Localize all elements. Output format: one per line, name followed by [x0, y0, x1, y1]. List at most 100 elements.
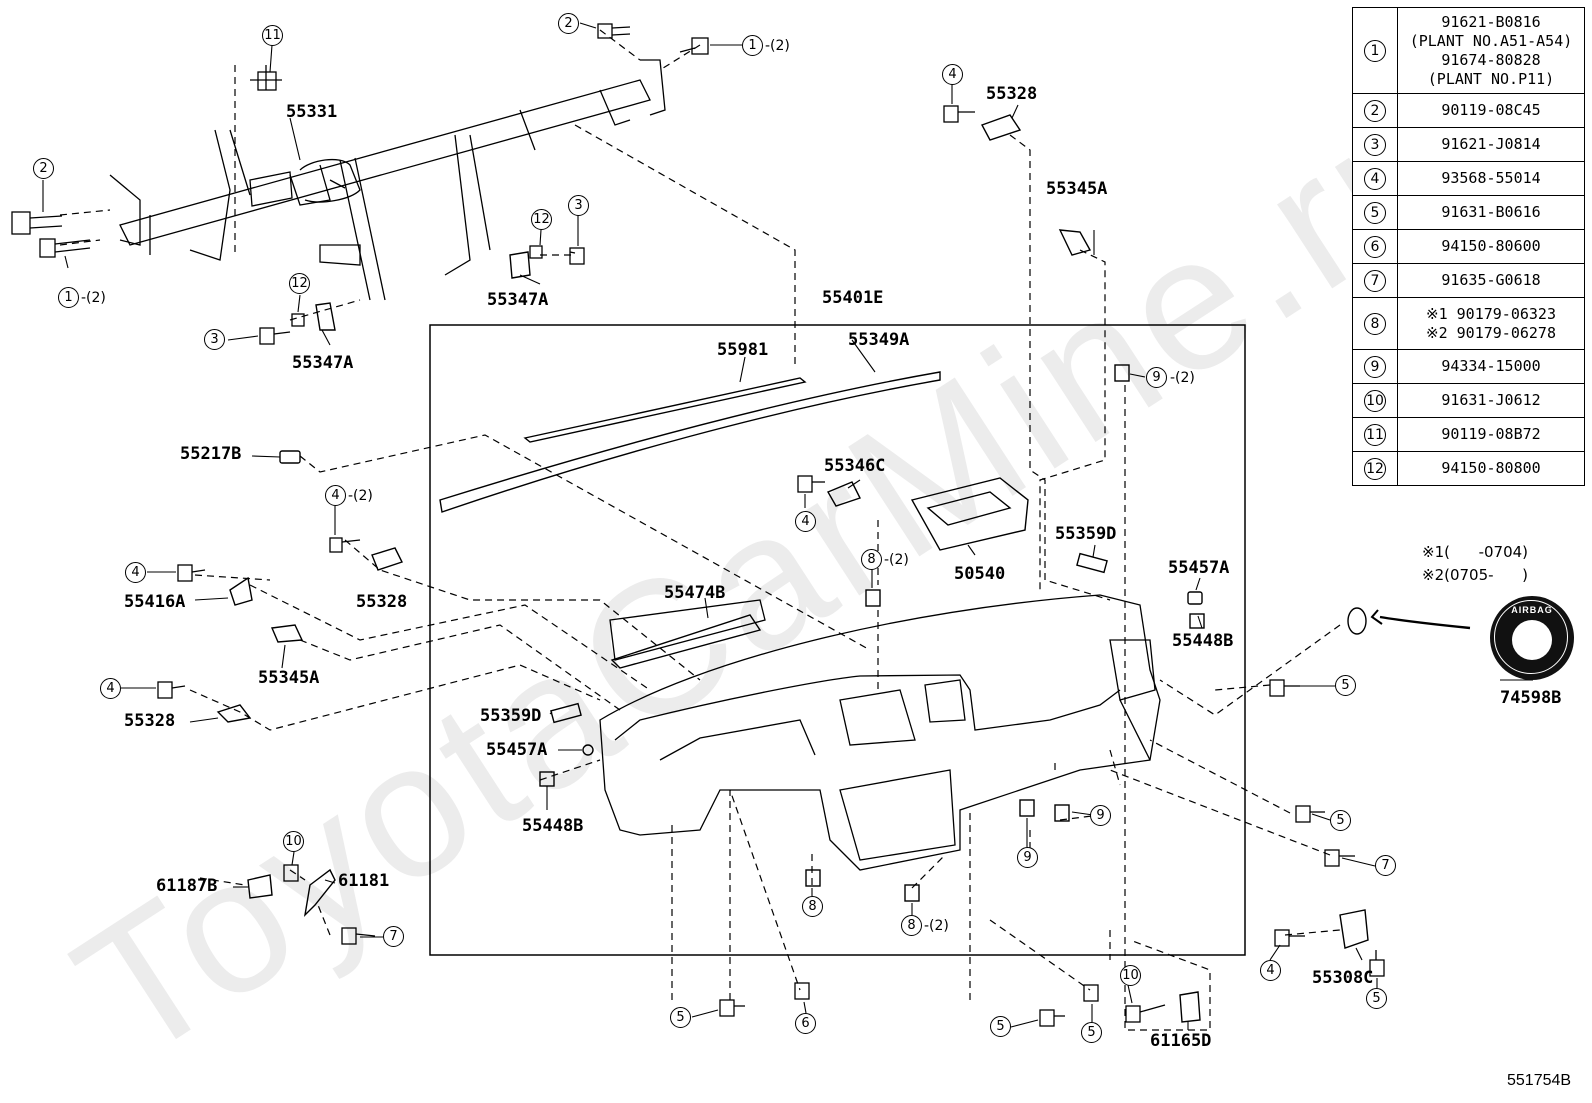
callout-10: 10: [1120, 965, 1141, 986]
cap-55457A-r: [1187, 591, 1203, 605]
part-label-55448B-l: 55448B: [522, 816, 584, 836]
legend-part-cell: 91631-J0612: [1397, 383, 1585, 418]
legend-row: 3 91621-J0814: [1352, 127, 1585, 162]
part-label-55345A-l: 55345A: [258, 668, 320, 688]
bracket-55347A-2: [315, 302, 336, 331]
legend-part-number: (PLANT NO.A51-A54): [1409, 31, 1573, 50]
seat-icon: [1512, 620, 1552, 660]
legend-number-cell: 9: [1352, 349, 1398, 384]
arrow-to-label: [1379, 615, 1471, 630]
garnish-55981: [523, 377, 807, 443]
legend-part-cell: 93568-55014: [1397, 161, 1585, 196]
legend-number-cell: 5: [1352, 195, 1398, 230]
legend-part-number: ※2 90179-06278: [1426, 323, 1556, 342]
clip-9-top: [1114, 364, 1130, 382]
part-label-55349A: 55349A: [848, 330, 910, 350]
part-label-55346C: 55346C: [824, 456, 886, 476]
legend-row: 7 91635-G0618: [1352, 263, 1585, 298]
legend-row: 6 94150-80600: [1352, 229, 1585, 264]
bracket-55346C: [826, 481, 861, 507]
callout-12: 12: [531, 209, 552, 230]
part-label-55448B-r: 55448B: [1172, 631, 1234, 651]
legend-part-number: 91621-B0816: [1441, 12, 1541, 31]
legend-number-cell: 3: [1352, 127, 1398, 162]
part-label-55308C: 55308C: [1312, 968, 1374, 988]
bracket-55308C: [1339, 909, 1369, 949]
legend-part-number: 90119-08B72: [1441, 425, 1541, 443]
callout-9: 9: [1146, 367, 1167, 388]
callout-4: 4: [100, 678, 121, 699]
legend-part-number: 94150-80600: [1441, 237, 1541, 255]
legend-number-cell: 6: [1352, 229, 1398, 264]
legend-number: 4: [1364, 167, 1386, 190]
callout-3: 3: [568, 195, 589, 216]
assembly-frame: [429, 324, 1246, 956]
note-1: ※1( -0704): [1422, 543, 1529, 561]
callout-9: 9: [1017, 847, 1038, 868]
legend-number-cell: 1: [1352, 7, 1398, 94]
leader-lines: [59, 29, 1341, 1031]
note-2: ※2(0705- ): [1422, 566, 1529, 584]
legend-number: 3: [1364, 133, 1386, 156]
bracket-61165D: [1179, 991, 1201, 1023]
cap-55457A-l: [582, 744, 594, 756]
diagram-reference-number: 551754B: [1507, 1072, 1572, 1089]
callout-12: 12: [289, 273, 310, 294]
part-label-55328-low: 55328: [124, 711, 176, 731]
legend-part-number: 93568-55014: [1441, 169, 1541, 187]
callout-qty: -(2): [765, 38, 790, 54]
callout-8: 8: [802, 896, 823, 917]
callout-9: 9: [1090, 805, 1111, 826]
airbag-label-text: AIRBAG: [1511, 605, 1553, 615]
legend-number: 8: [1364, 312, 1386, 335]
legend-row: 8※1 90179-06323※2 90179-06278: [1352, 297, 1585, 350]
clip-8-c: [904, 884, 920, 902]
part-label-55359D-r: 55359D: [1055, 524, 1117, 544]
callout-5: 5: [1335, 675, 1356, 696]
callout-7: 7: [383, 926, 404, 947]
airbag-label-icon: AIRBAG: [1490, 596, 1574, 680]
legend-part-cell: 91621-J0814: [1397, 127, 1585, 162]
callout-qty: -(2): [884, 552, 909, 568]
cap-55448B-r: [1189, 613, 1205, 629]
label-ring: [1347, 607, 1367, 635]
bracket-55347A-1: [509, 251, 531, 279]
part-label-50540: 50540: [954, 564, 1006, 584]
callout-qty: -(2): [924, 918, 949, 934]
part-label-61165D: 61165D: [1150, 1031, 1212, 1051]
part-label-55416A: 55416A: [124, 592, 186, 612]
garnish-55349A: [439, 371, 941, 513]
legend-part-cell: 91631-B0616: [1397, 195, 1585, 230]
bracket-61187B: [247, 874, 273, 899]
part-label-55474B: 55474B: [664, 583, 726, 603]
part-label-61181: 61181: [338, 871, 390, 891]
legend-part-number: 91621-J0814: [1441, 135, 1541, 153]
clip-55217B: [279, 450, 301, 464]
legend-part-number: 91635-G0618: [1441, 271, 1541, 289]
part-label-55328-top: 55328: [986, 84, 1038, 104]
part-label-55359D-l: 55359D: [480, 706, 542, 726]
legend-number-cell: 2: [1352, 93, 1398, 128]
bracket-55345A-top: [1058, 229, 1092, 256]
callout-8: 8: [861, 549, 882, 570]
legend-number-cell: 8: [1352, 297, 1398, 350]
legend-number-cell: 12: [1352, 451, 1398, 486]
legend-number: 11: [1364, 423, 1386, 446]
bracket-55328-low: [216, 704, 252, 723]
callout-7: 7: [1375, 855, 1396, 876]
callout-4: 4: [942, 64, 963, 85]
legend-part-cell: 91621-B0816(PLANT NO.A51-A54)91674-80828…: [1397, 7, 1585, 94]
bracket-55474B: [610, 614, 762, 669]
bracket-61181: [303, 868, 336, 918]
clip-8-b: [805, 869, 821, 887]
callout-5: 5: [1081, 1022, 1102, 1043]
callout-connectors: [42, 22, 1533, 1030]
pad-55359D-l: [550, 702, 582, 724]
callout-10: 10: [283, 831, 304, 852]
bracket-55328-top: [981, 114, 1022, 141]
legend-number: 7: [1364, 269, 1386, 292]
